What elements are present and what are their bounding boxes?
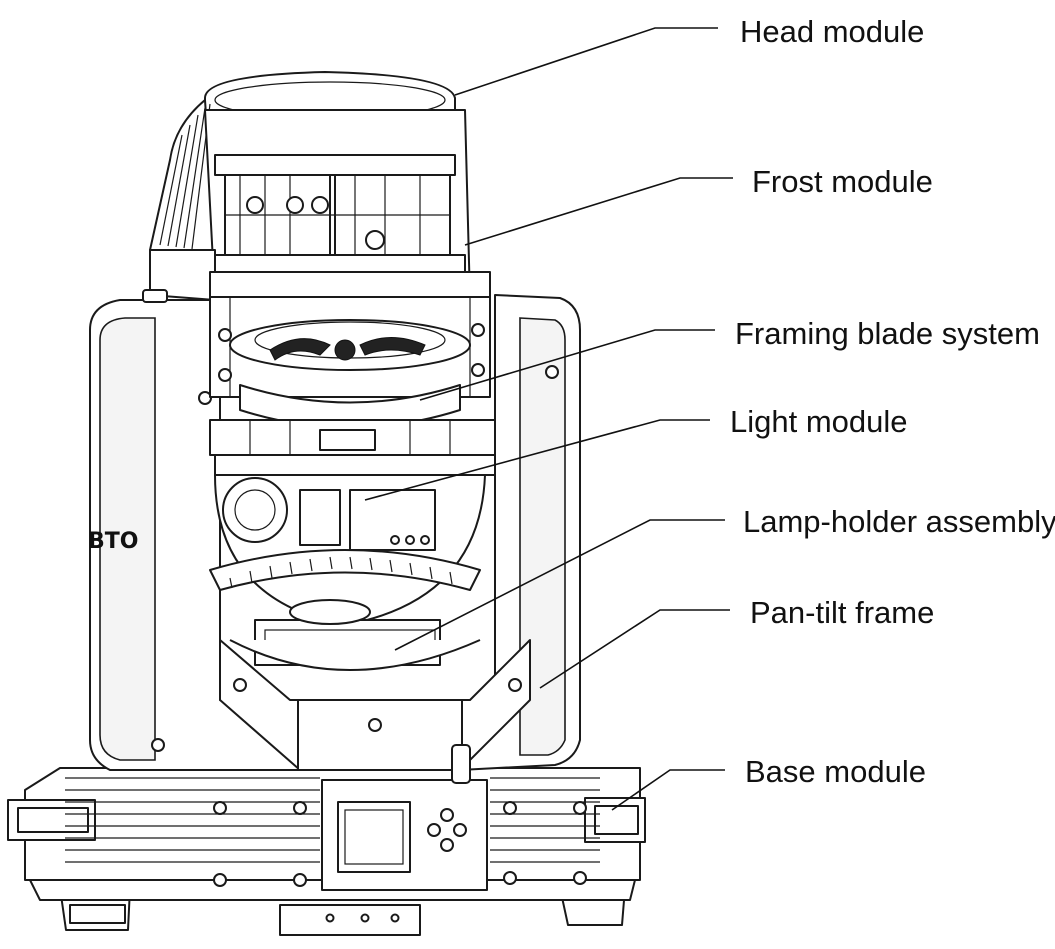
label-light-module: Light module [730,404,908,439]
pan-tilt-frame-drawing: BTO [88,294,581,784]
fixture-illustration: BTO [7,71,646,936]
brand-mark: BTO [88,529,138,554]
leader-pantilt [539,609,730,689]
label-framing-blade-system: Framing blade system [735,316,1040,351]
base-module-drawing [7,767,646,936]
leader-framing [419,329,715,401]
leader-lines [364,27,733,811]
leader-lampholder [394,519,725,651]
label-lamp-holder-assembly: Lamp-holder assembly [743,504,1055,539]
label-base-module: Base module [745,754,926,789]
leader-frost [464,177,733,246]
head-housing-drawing [142,71,496,671]
leader-base [611,769,725,811]
label-frost-module: Frost module [752,164,933,199]
leader-light [364,419,710,501]
callout-labels: Head module Frost module Framing blade s… [730,14,1055,789]
leader-head [454,27,718,96]
label-pan-tilt-frame: Pan-tilt frame [750,595,934,630]
label-head-module: Head module [740,14,924,49]
